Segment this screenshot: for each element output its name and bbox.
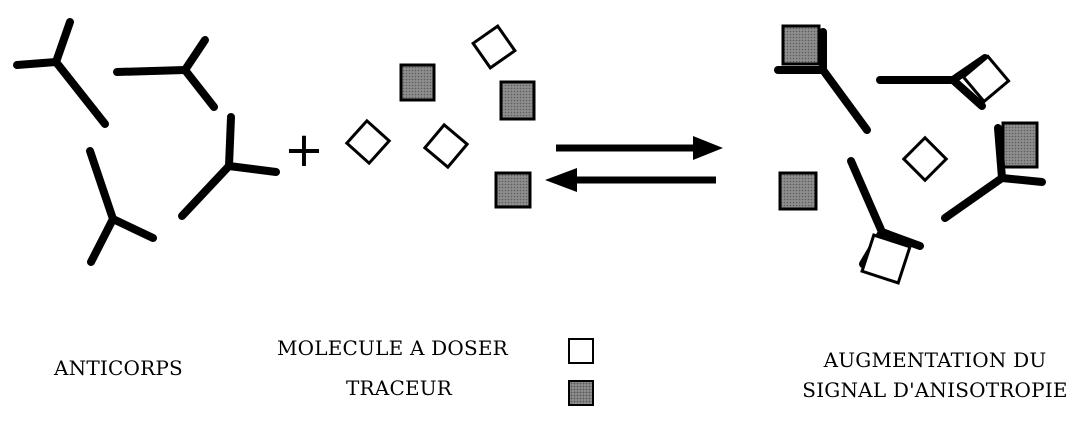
tracer-free-1	[399, 63, 436, 102]
antibody-2	[113, 36, 218, 111]
complex-antibody-molecule-1	[876, 54, 1011, 110]
antibody-4	[86, 147, 157, 266]
legend-molecule-swatch	[568, 338, 594, 364]
molecule-free-1	[471, 24, 517, 70]
legend-traceur-swatch	[568, 380, 594, 406]
tracer-free-4	[778, 171, 818, 211]
complex-antibody-tracer-1	[774, 24, 871, 134]
antibody-3	[178, 113, 280, 220]
complex-antibody-molecule-2	[847, 157, 924, 285]
label-result-line2: SIGNAL D'ANISOTROPIE	[802, 378, 1068, 402]
tracer-free-3	[494, 171, 532, 209]
molecule-free-2	[344, 118, 392, 166]
label-molecule-a-doser: MOLECULE A DOSER	[277, 336, 508, 360]
equilibrium-arrows	[545, 136, 723, 192]
tracer-free-2	[499, 80, 536, 121]
molecule-free-3	[422, 122, 470, 170]
forward-arrow	[556, 136, 723, 160]
antibody-1	[13, 18, 109, 128]
plus-sign: +	[284, 122, 324, 178]
label-result-line1: AUGMENTATION DU	[823, 348, 1047, 372]
label-traceur: TRACEUR	[346, 376, 453, 400]
complex-antibody-tracer-2	[941, 121, 1046, 222]
label-anticorps: ANTICORPS	[54, 356, 183, 380]
reverse-arrow	[545, 168, 716, 192]
molecule-free-4	[901, 135, 949, 183]
